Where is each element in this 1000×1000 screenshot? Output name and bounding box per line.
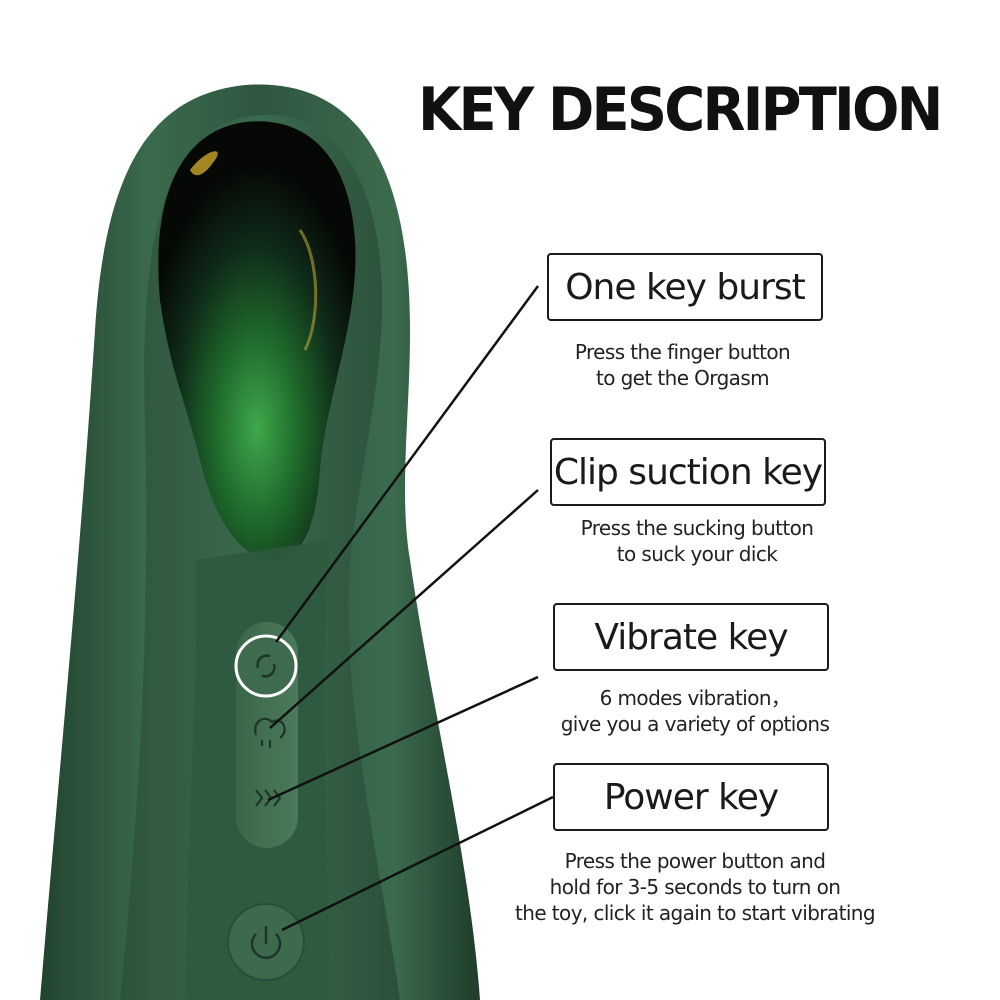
description-line: to get the Orgasm xyxy=(595,366,770,390)
leader-line xyxy=(267,675,539,802)
description-line: 6 modes vibration， xyxy=(599,686,791,710)
key-label-vibrate: Vibrate key xyxy=(553,603,829,671)
key-label-burst: One key burst xyxy=(547,253,823,321)
description-line: Press the sucking button xyxy=(580,516,814,540)
key-label-power: Power key xyxy=(553,763,829,831)
key-label-suction: Clip suction key xyxy=(550,438,826,506)
glass-reflection xyxy=(190,151,218,176)
glass-insert xyxy=(158,121,356,560)
description-line: give you a variety of options xyxy=(560,712,830,736)
description-line: the toy, click it again to start vibrati… xyxy=(515,901,876,925)
leader-line xyxy=(269,489,539,729)
key-description-vibrate: 6 modes vibration， give you a variety of… xyxy=(530,685,860,737)
description-line: hold for 3-5 seconds to turn on xyxy=(549,875,841,899)
suction-icon xyxy=(254,717,286,748)
description-line: Press the finger button xyxy=(574,340,791,364)
key-description-power: Press the power button and hold for 3-5 … xyxy=(500,848,890,926)
power-icon xyxy=(250,926,282,960)
burst-icon xyxy=(256,654,276,678)
leader-line xyxy=(281,795,554,932)
burst-button-ring xyxy=(234,634,298,698)
description-line: Press the power button and xyxy=(564,849,826,873)
description-line: to suck your dick xyxy=(616,542,778,566)
glass-reflection xyxy=(298,229,318,351)
page-title: KEY DESCRIPTION xyxy=(418,75,943,145)
leader-line xyxy=(274,285,540,643)
key-description-burst: Press the finger button to get the Orgas… xyxy=(540,339,825,391)
key-description-suction: Press the sucking button to suck your di… xyxy=(552,515,842,567)
